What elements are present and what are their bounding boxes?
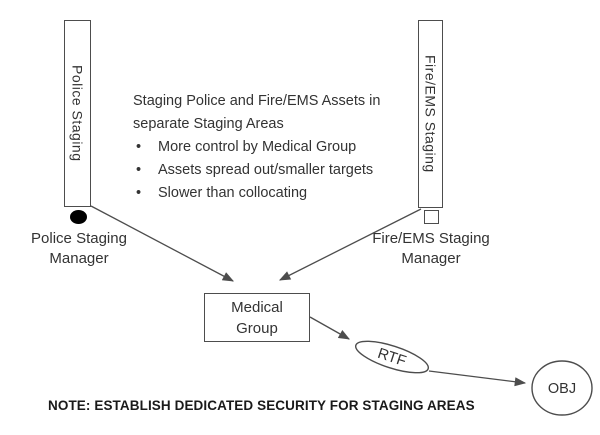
arrow-rtf-to-obj [428,370,527,387]
fire-ems-staging-label: Fire/EMS Staging [422,55,439,173]
description-bullet: More control by Medical Group [133,136,423,159]
description-bullet: Assets spread out/smaller targets [133,159,423,182]
police-manager-dot [70,210,87,224]
description-block: Staging Police and Fire/EMS Assets in se… [133,90,423,205]
medical-group-box: Medical Group [204,293,310,342]
fire-ems-manager-label: Fire/EMS Staging Manager [372,230,490,267]
police-staging-label: Police Staging [69,65,86,162]
fire-ems-manager-square [424,210,439,224]
rtf-ellipse [355,340,429,374]
description-bullet-list: More control by Medical Group Assets spr… [133,136,423,205]
description-title: Staging Police and Fire/EMS Assets in se… [133,93,381,132]
arrow-medical-to-rtf [309,316,350,340]
note-text: NOTE: ESTABLISH DEDICATED SECURITY FOR S… [48,398,475,413]
obj-label: OBJ [548,381,576,397]
description-bullet: Slower than collocating [133,182,423,205]
arrow-police-to-medical [90,205,235,282]
arrow-fire-to-medical [278,208,422,281]
police-manager-label: Police Staging Manager [31,230,127,267]
obj-circle [531,360,593,416]
police-staging-area: Police Staging [64,20,91,207]
